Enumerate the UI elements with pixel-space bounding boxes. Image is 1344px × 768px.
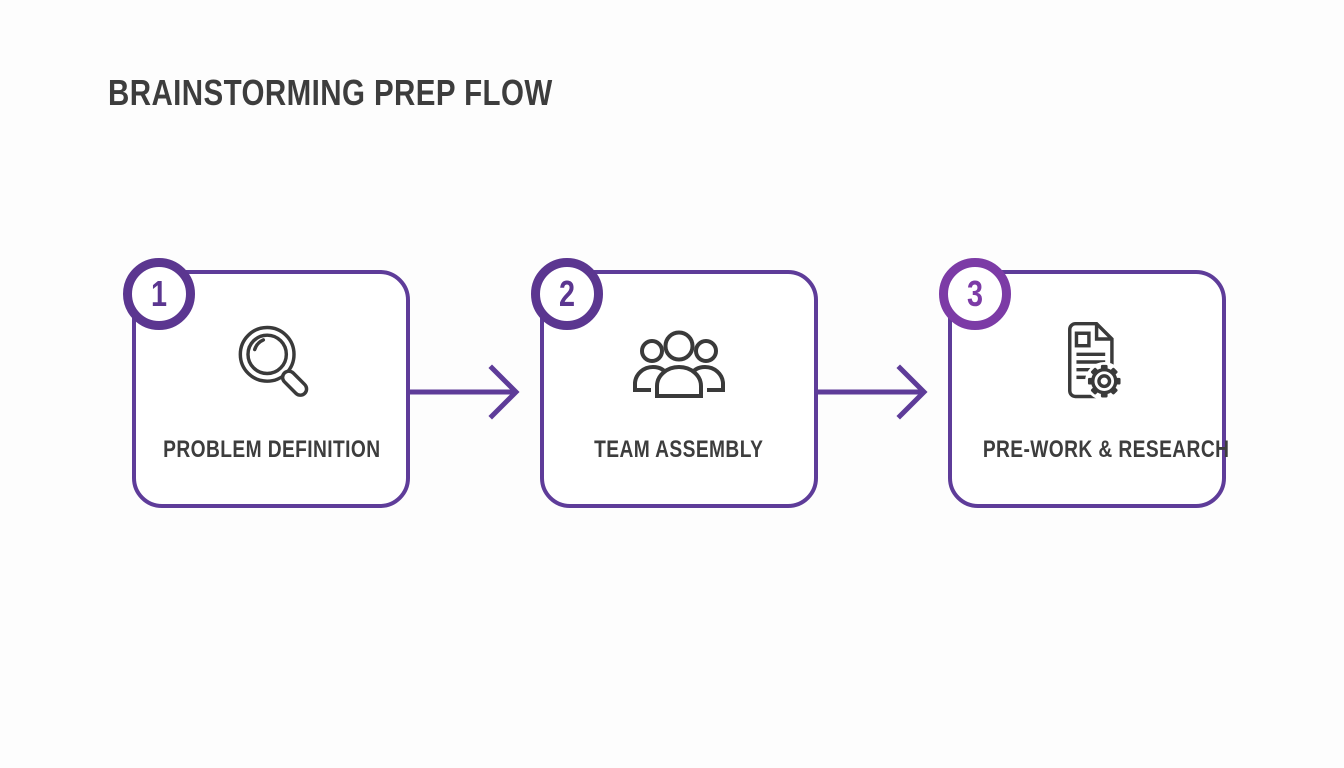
- step-number: 3: [966, 273, 984, 314]
- flow-arrow-right-icon: [410, 364, 520, 420]
- document-gear-icon: [952, 316, 1222, 408]
- step-label: PRE-WORK & RESEARCH: [982, 436, 1230, 463]
- step-card-problem-definition: 1 PROBLEM DEFINITION: [123, 258, 410, 508]
- step-card-team-assembly: 2 TEAM ASSEMBLY: [531, 258, 818, 508]
- step-card-pre-work-research: 3: [939, 258, 1230, 508]
- step-number: 2: [558, 273, 576, 314]
- magnifier-search-icon: [136, 316, 406, 408]
- step-number: 1: [150, 273, 168, 314]
- step-number-badge: 3: [939, 258, 1011, 330]
- page-title: BRAINSTORMING PREP FLOW: [108, 72, 650, 114]
- step-label: PROBLEM DEFINITION: [163, 436, 381, 463]
- team-people-icon: [544, 330, 814, 400]
- step-number-badge: 2: [531, 258, 603, 330]
- step-label: TEAM ASSEMBLY: [594, 436, 764, 463]
- step-number-badge: 1: [123, 258, 195, 330]
- flow-arrow-right-icon: [818, 364, 928, 420]
- page-title-text: BRAINSTORMING PREP FLOW: [108, 72, 553, 113]
